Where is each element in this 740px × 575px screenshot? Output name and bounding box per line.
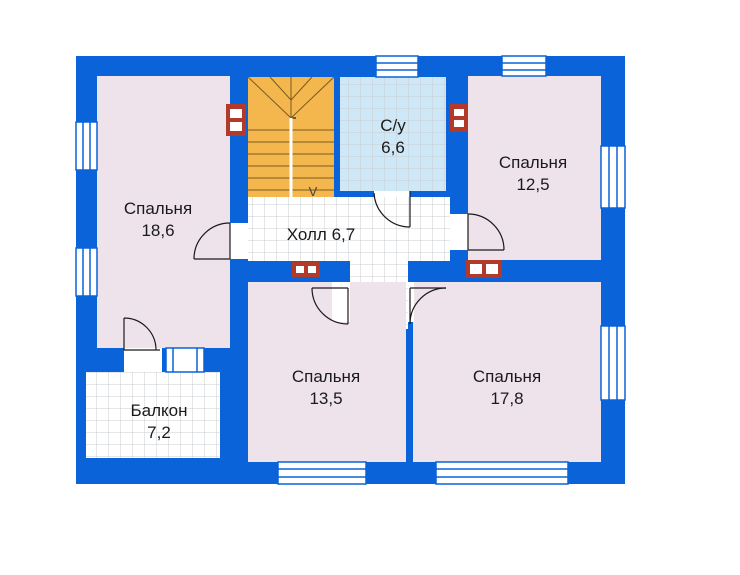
bedroom-top-right-name: Спальня — [499, 153, 567, 172]
bathroom-area: 6,6 — [381, 138, 405, 157]
bedroom-bottom-right-floor — [413, 282, 601, 462]
bathroom-name: С/у — [380, 116, 406, 135]
door-bedroom-left — [193, 222, 248, 260]
windows — [75, 55, 626, 485]
balcony-grid — [86, 372, 220, 458]
bedroom-center-floor — [248, 282, 406, 462]
window-top-bath — [375, 55, 419, 78]
door-bathroom — [373, 191, 411, 228]
bedroom-left-floor — [97, 76, 230, 348]
window-bottom-center — [277, 461, 367, 485]
bedroom-left-area: 18,6 — [141, 221, 174, 240]
hall-label: Холл 6,7 — [287, 225, 355, 244]
bedroom-top-right-area: 12,5 — [516, 175, 549, 194]
staircase — [247, 76, 335, 197]
window-balcony-door — [165, 347, 205, 373]
balcony-area: 7,2 — [147, 423, 171, 442]
window-right-lower — [600, 325, 626, 401]
balcony-name: Балкон — [130, 401, 187, 420]
window-top-bedroom — [501, 55, 547, 77]
bedroom-bottom-right-area: 17,8 — [490, 389, 523, 408]
vent-right — [466, 260, 502, 278]
window-right-upper — [600, 145, 626, 209]
bedroom-bottom-right-name: Спальня — [473, 367, 541, 386]
door-bedroom-top-right — [450, 213, 505, 251]
door-bedroom-bottom-right — [408, 282, 447, 325]
vent-center — [292, 262, 320, 277]
bedroom-center-area: 13,5 — [309, 389, 342, 408]
vent-bath — [450, 104, 468, 132]
vent-left — [226, 104, 246, 136]
window-left-lower — [75, 247, 98, 297]
door-bedroom-center — [311, 282, 350, 325]
bedroom-center-name: Спальня — [292, 367, 360, 386]
balcony-corner-post-inner — [76, 458, 103, 484]
doors — [123, 191, 505, 372]
window-left-upper — [75, 121, 98, 171]
hall-grid-upper — [248, 197, 450, 261]
door-balcony — [123, 317, 162, 372]
bedroom-top-right-floor — [468, 76, 601, 260]
room-labels: Спальня 18,6 С/у 6,6 Спальня 12,5 Холл 6… — [124, 116, 567, 442]
balcony — [76, 372, 220, 484]
window-bottom-right — [435, 461, 569, 485]
bathroom-grid — [340, 77, 446, 191]
vent-ducts — [226, 104, 502, 278]
stairs-direction-arrow: V — [309, 184, 318, 199]
bedroom-left-name: Спальня — [124, 199, 192, 218]
